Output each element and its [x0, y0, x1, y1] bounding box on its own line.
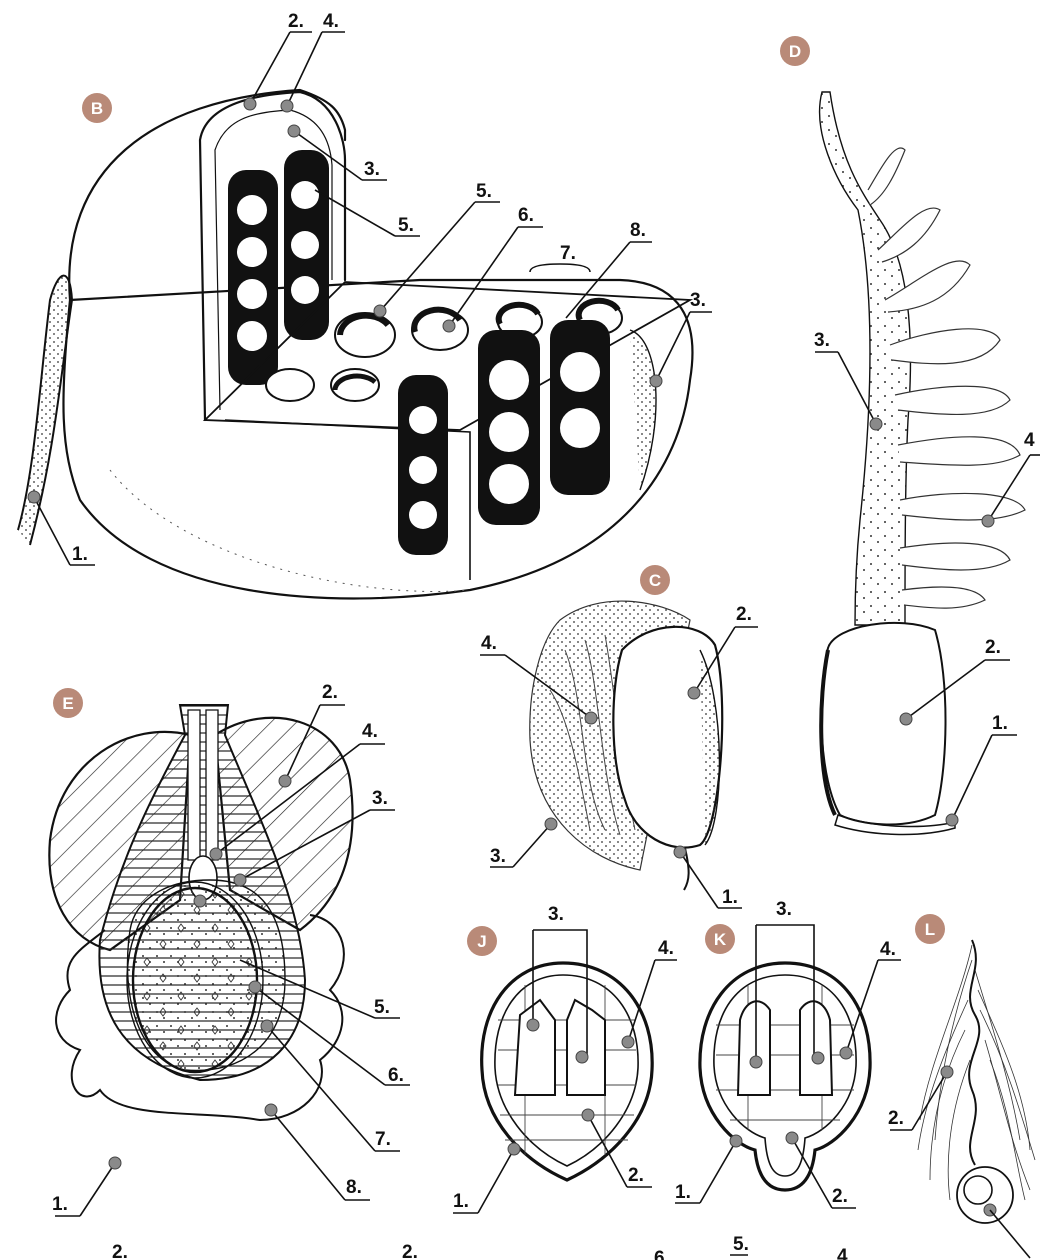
label-e-5: 5. — [374, 997, 390, 1018]
svg-text:D: D — [789, 42, 801, 61]
panel-l: L 2. — [888, 914, 1035, 1258]
panel-e-badge: E — [53, 688, 83, 718]
label-b-3-right: 3. — [690, 290, 706, 311]
label-k-1: 1. — [675, 1182, 691, 1203]
label-c-3: 3. — [490, 846, 506, 867]
svg-text:B: B — [91, 99, 103, 118]
label-l-2: 2. — [888, 1108, 904, 1129]
label-j-4: 4. — [658, 938, 674, 959]
panel-b-badge: B — [82, 93, 112, 123]
label-b-1: 1. — [72, 544, 88, 565]
panel-d-badge: D — [780, 36, 810, 66]
label-d-4: 4 — [1024, 430, 1035, 451]
capsule-side-drawing — [530, 601, 722, 890]
label-c-1: 1. — [722, 887, 738, 908]
label-c-4: 4. — [481, 633, 497, 654]
label-d-3: 3. — [814, 330, 830, 351]
label-e-1: 1. — [52, 1194, 68, 1215]
label-b-2: 2. — [288, 11, 304, 32]
panel-k: K 3. 4. 1. 2. — [675, 899, 901, 1208]
label-e-7: 7. — [375, 1129, 391, 1150]
fruit-capsule-drawing — [18, 90, 692, 598]
panel-l-labels: 2. — [888, 1066, 1030, 1258]
ovule-section-j — [482, 963, 653, 1180]
label-d-1: 1. — [992, 713, 1008, 734]
svg-text:C: C — [649, 571, 661, 590]
panel-b-labels: 1. 2. 4. 3. 5. 5. 6. 7. 8. 3. — [28, 11, 712, 565]
svg-text:K: K — [714, 930, 727, 949]
marker-dot — [28, 491, 40, 503]
label-b-5-center: 5. — [476, 181, 492, 202]
panel-j-badge: J — [467, 926, 497, 956]
panel-j: J 3. 4. 1. 2 — [453, 904, 677, 1213]
panel-c-badge: C — [640, 565, 670, 595]
label-k-3: 3. — [776, 899, 792, 920]
panel-k-badge: K — [705, 924, 735, 954]
label-e-8: 8. — [346, 1177, 362, 1198]
panel-l-badge: L — [915, 914, 945, 944]
svg-text:J: J — [477, 932, 486, 951]
label-c-2: 2. — [736, 604, 752, 625]
panel-e: E 2. 4. 3. — [49, 682, 410, 1216]
panel-d: D 3. 4 — [780, 36, 1040, 834]
label-j-1: 1. — [453, 1191, 469, 1212]
label-cut-6: 6 — [654, 1248, 665, 1260]
label-e-4: 4. — [362, 721, 378, 742]
label-e-2: 2. — [322, 682, 338, 703]
label-b-5-upper: 5. — [398, 215, 414, 236]
svg-text:L: L — [925, 920, 935, 939]
panel-c: C 4. 2. 3. 1. — [480, 565, 758, 908]
svg-text:E: E — [62, 694, 73, 713]
hairy-seed-drawing — [918, 940, 1035, 1223]
label-b-6: 6. — [518, 205, 534, 226]
label-b-7: 7. — [560, 243, 576, 264]
label-b-8: 8. — [630, 220, 646, 241]
label-k-2: 2. — [832, 1186, 848, 1207]
label-b-4: 4. — [323, 11, 339, 32]
label-cut-5: 5. — [733, 1234, 749, 1255]
ovule-section-k — [700, 963, 870, 1190]
label-e-6: 6. — [388, 1065, 404, 1086]
label-b-3-upper: 3. — [364, 159, 380, 180]
seed-section-drawing — [49, 705, 352, 1120]
label-d-2: 2. — [985, 637, 1001, 658]
label-cut-2b: 2. — [402, 1242, 418, 1260]
label-j-3: 3. — [548, 904, 564, 925]
label-k-4: 4. — [880, 939, 896, 960]
label-cut-2a: 2. — [112, 1242, 128, 1260]
label-j-2: 2. — [628, 1165, 644, 1186]
label-e-3: 3. — [372, 788, 388, 809]
panel-b: B — [18, 11, 712, 598]
label-cut-4: 4 — [837, 1246, 848, 1260]
bottom-cutoff-labels: 2. 2. 6 5. 4 — [112, 1234, 848, 1260]
